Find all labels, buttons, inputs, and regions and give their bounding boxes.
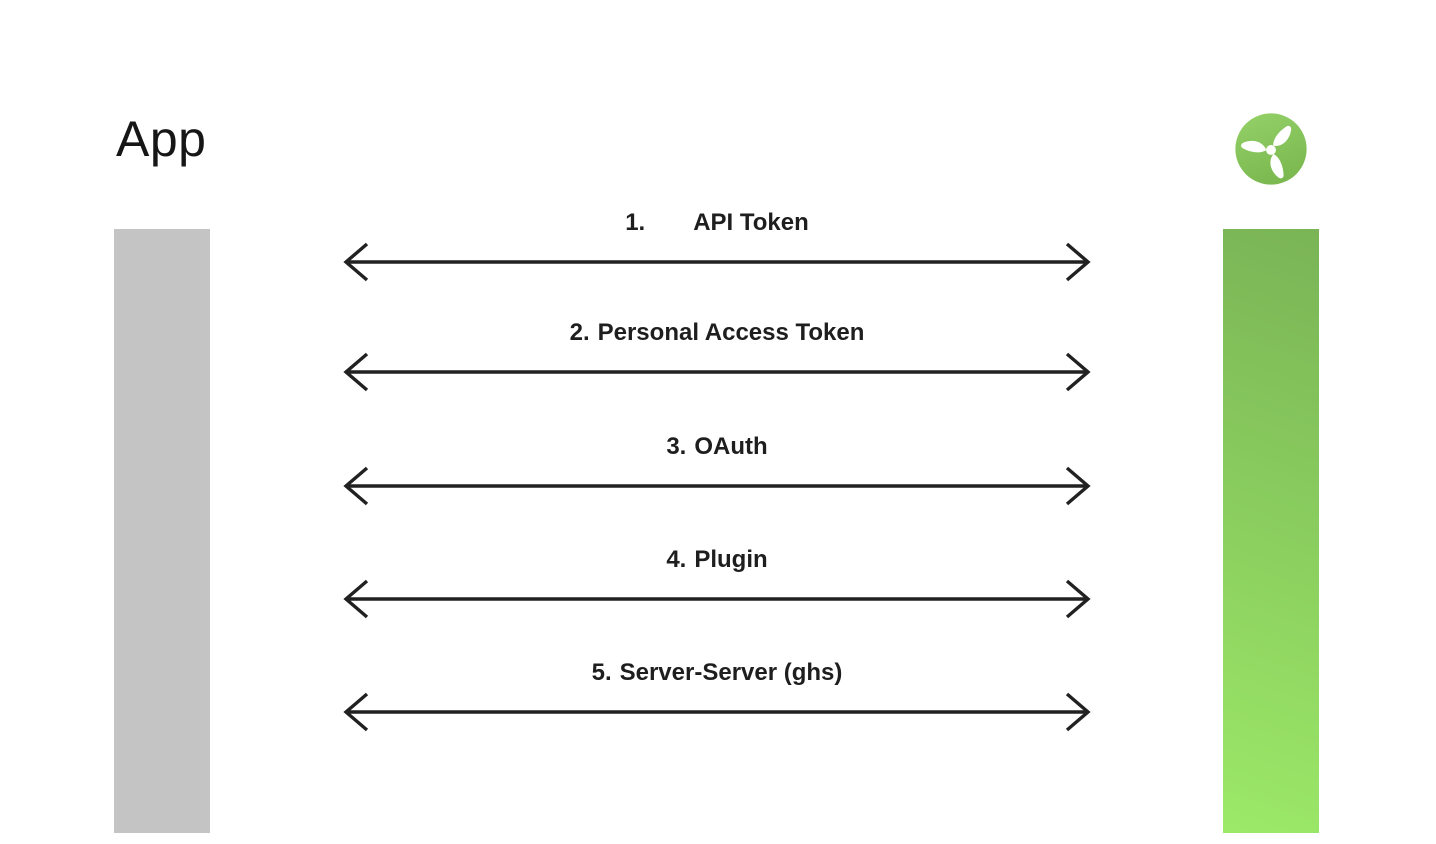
connection-label: 4. Plugin — [341, 547, 1093, 573]
page-title: App — [116, 111, 207, 167]
double-arrow-icon — [343, 579, 1091, 619]
connection-text: API Token — [693, 209, 809, 236]
connection-row-1: 1. API Token — [341, 210, 1093, 284]
connection-text: Personal Access Token — [597, 319, 865, 346]
connection-text: Server-Server (ghs) — [619, 659, 843, 686]
service-lifeline-bar — [1223, 229, 1319, 833]
connection-row-4: 4. Plugin — [341, 547, 1093, 621]
wind-turbine-icon — [1235, 113, 1307, 185]
app-lifeline-bar — [114, 229, 210, 833]
connection-label: 5. Server-Server (ghs) — [341, 660, 1093, 686]
double-arrow-icon — [343, 352, 1091, 392]
connection-number: 5. — [591, 659, 612, 686]
double-arrow-icon — [343, 692, 1091, 732]
connection-row-3: 3. OAuth — [341, 434, 1093, 508]
connection-label: 2. Personal Access Token — [341, 320, 1093, 346]
connection-text: Plugin — [694, 546, 768, 573]
connection-text: OAuth — [694, 433, 768, 460]
connection-number: 2. — [569, 319, 590, 346]
wind-turbine-logo-icon — [1233, 111, 1309, 187]
connection-number: 3. — [666, 433, 687, 460]
double-arrow-icon — [343, 242, 1091, 282]
connection-number: 1. — [625, 209, 646, 236]
connection-label: 1. API Token — [341, 210, 1093, 236]
connection-row-2: 2. Personal Access Token — [341, 320, 1093, 394]
double-arrow-icon — [343, 466, 1091, 506]
connection-label: 3. OAuth — [341, 434, 1093, 460]
connection-row-5: 5. Server-Server (ghs) — [341, 660, 1093, 734]
connection-number: 4. — [666, 546, 687, 573]
